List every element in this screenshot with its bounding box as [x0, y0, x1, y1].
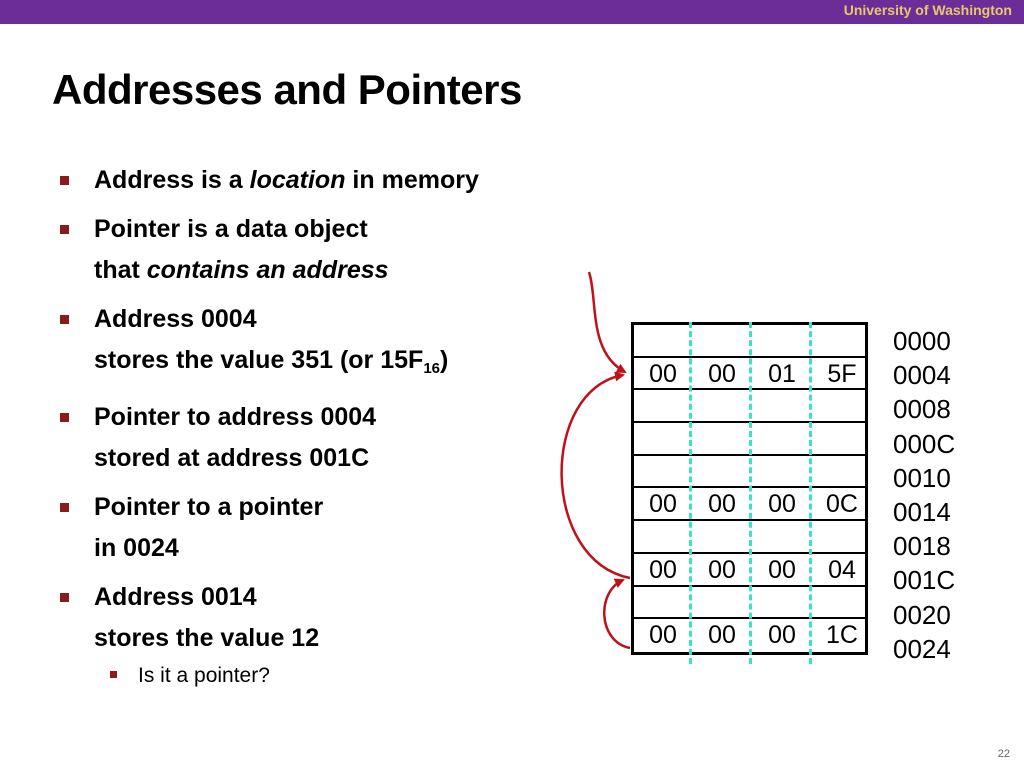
bullet-text: Address is a [94, 166, 250, 194]
memory-address-label: 0008 [893, 394, 951, 425]
memory-row: 00 00 00 1C [634, 619, 865, 652]
slide-title: Addresses and Pointers [52, 66, 522, 113]
memory-address-label: 0018 [893, 531, 951, 562]
bullet-emphasis: location [249, 166, 346, 194]
memory-address-label: 0014 [893, 497, 951, 528]
bullet-address-0014: Address 0014 stores the value 12 [58, 577, 578, 659]
bullet-pointer-definition: Pointer is a data object that contains a… [58, 209, 578, 291]
bullet-emphasis: contains an address [146, 256, 389, 284]
bullet-line: Address is a location in memory [94, 160, 578, 201]
bullet-text: Pointer to address 0004 [94, 403, 377, 431]
bullet-pointer-to-pointer: Pointer to a pointer in 0024 [58, 487, 578, 569]
header-bar: University of Washington [0, 0, 1024, 24]
bullet-square-icon [60, 503, 69, 512]
arrow-0024-to-001C [603, 578, 631, 650]
memory-byte: 00 [768, 490, 796, 519]
bullet-text: in memory [345, 166, 479, 194]
bullet-address-0004: Address 0004 stores the value 351 (or 15… [58, 299, 578, 389]
byte-divider-line [749, 322, 752, 664]
bullet-square-icon [60, 225, 69, 234]
memory-byte: 00 [649, 621, 677, 650]
bullet-square-icon [60, 176, 69, 185]
sub-bullet-is-pointer: Is it a pointer? [58, 661, 578, 691]
byte-divider-line [809, 322, 812, 664]
bullet-pointer-to-0004: Pointer to address 0004 stored at addres… [58, 397, 578, 479]
bullet-text: stored at address 001C [94, 444, 370, 472]
bullet-text: Pointer is a data object [94, 215, 368, 243]
memory-byte: 00 [708, 621, 736, 650]
bullet-text: Address 0014 [94, 583, 257, 611]
sub-bullet-square-icon [110, 671, 117, 678]
memory-byte: 01 [768, 359, 796, 388]
sub-bullet-text: Is it a pointer? [138, 664, 270, 687]
bullet-square-icon [60, 315, 69, 324]
arrow-001C-to-0004 [560, 371, 631, 580]
memory-byte: 00 [768, 621, 796, 650]
bullet-text: Address 0004 [94, 305, 257, 333]
bullet-text: in 0024 [94, 534, 179, 562]
bullet-list: Address is a location in memory Pointer … [58, 160, 578, 691]
memory-byte: 04 [828, 555, 856, 584]
memory-byte: 1C [826, 621, 858, 650]
memory-address-label: 0010 [893, 462, 951, 493]
memory-address-label: 0000 [893, 326, 951, 356]
page-number: 22 [997, 748, 1010, 760]
bullet-text: stores the value 12 [94, 624, 320, 652]
bullet-line: stores the value 351 (or 15F16) [94, 340, 578, 389]
bullet-text: stores the value 351 (or 15F [94, 346, 424, 374]
memory-byte: 00 [649, 555, 677, 584]
bullet-text: that [94, 256, 147, 284]
memory-address-label: 001C [893, 565, 956, 596]
memory-byte: 00 [768, 555, 796, 584]
memory-address-label: 0024 [893, 633, 951, 664]
memory-byte: 00 [708, 555, 736, 584]
memory-byte: 00 [708, 490, 736, 519]
byte-divider-line [689, 322, 692, 664]
memory-address-label: 0004 [893, 360, 951, 391]
bullet-address-location: Address is a location in memory [58, 160, 578, 201]
bullet-square-icon [60, 593, 69, 602]
arrow-into-0004 [587, 271, 627, 374]
bullet-text: ) [440, 346, 449, 374]
bullet-square-icon [60, 413, 69, 422]
subscript: 16 [423, 360, 440, 377]
memory-byte: 00 [649, 490, 677, 519]
memory-byte: 00 [649, 359, 677, 388]
memory-byte: 0C [826, 490, 858, 519]
bullet-text: Pointer to a pointer [94, 493, 324, 521]
institution-name: University of Washington [843, 2, 1012, 18]
memory-byte: 00 [708, 359, 736, 388]
bullet-line: that contains an address [94, 250, 578, 291]
memory-address-label: 0020 [893, 599, 951, 630]
memory-byte: 5F [827, 359, 857, 388]
memory-address-label: 000C [893, 428, 956, 459]
